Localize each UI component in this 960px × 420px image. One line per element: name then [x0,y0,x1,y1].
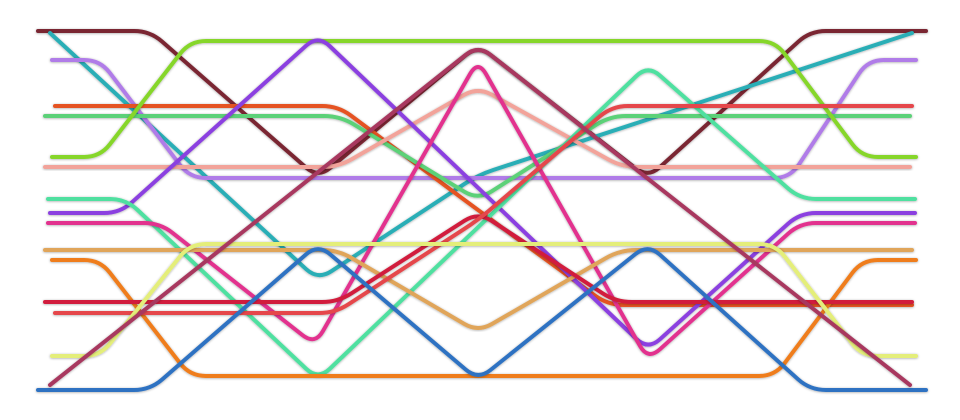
line-mauve [48,47,912,387]
line-salmon [43,88,912,169]
line-mint [46,68,917,377]
line-orange [50,258,918,378]
line-green [43,114,912,198]
line-teal [48,31,914,278]
line-crimson [43,214,914,304]
line-orange-red [53,104,914,307]
line-blue [36,247,928,392]
line-lime [50,39,918,159]
line-tan [43,248,914,330]
line-pale-yellow [50,242,918,358]
line-magenta [46,64,917,356]
line-red [53,104,914,315]
line-violet [48,38,917,347]
